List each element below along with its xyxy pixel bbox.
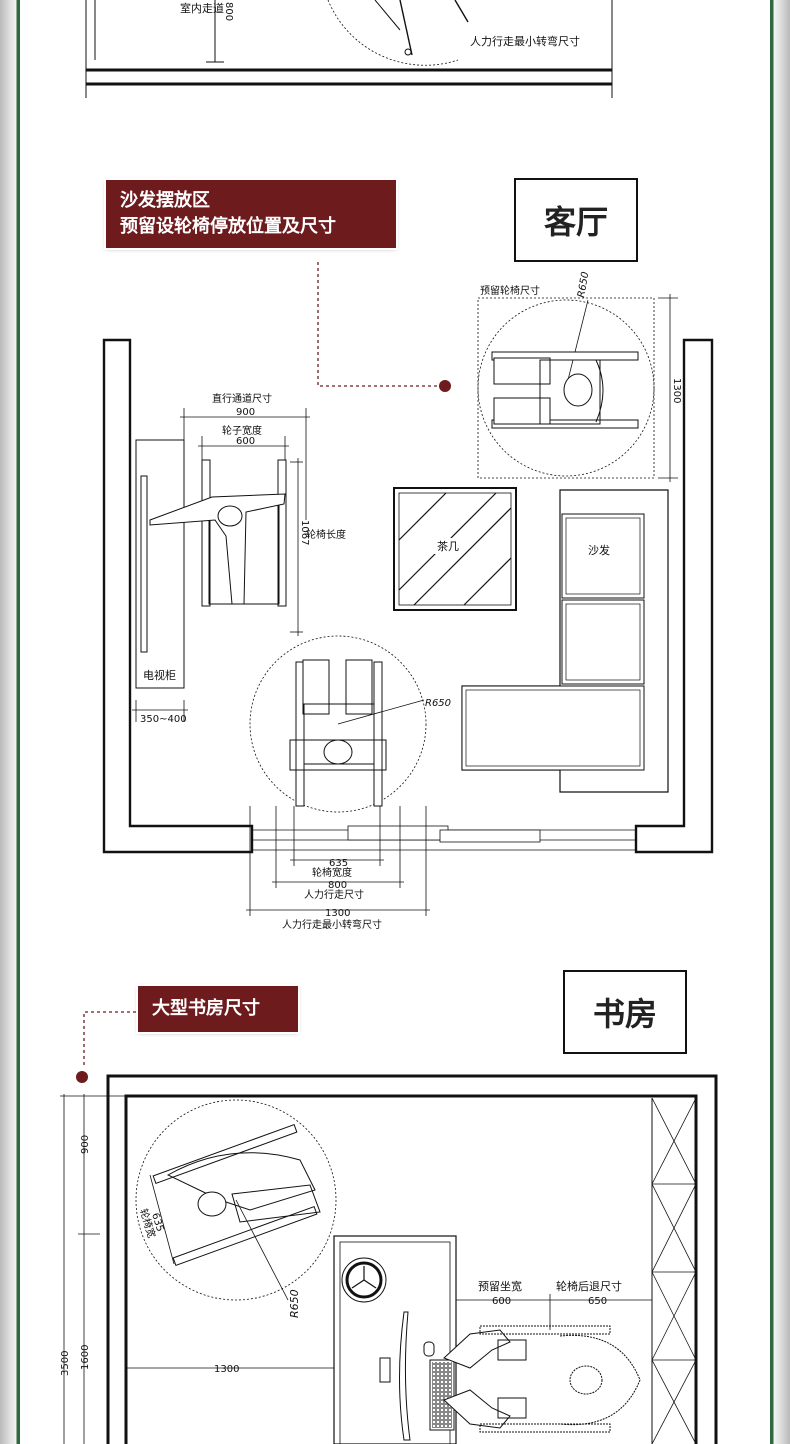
study-dim-1300: 1300	[214, 1364, 239, 1375]
bottom-dim-635-label: 轮椅宽度	[312, 866, 352, 879]
study-title: 书房	[563, 970, 687, 1054]
study-callout-dot	[76, 1071, 88, 1083]
turn-size-label-top: 人力行走最小转弯尺寸	[470, 34, 580, 48]
living-room-callout: 沙发摆放区 预留设轮椅停放位置及尺寸	[106, 180, 396, 249]
wheel-width-label: 轮子宽度	[222, 424, 262, 437]
study-wheelchair-desk	[443, 1325, 641, 1433]
living-room-plan: 电视柜 350~400 直行通道尺寸 900 轮子宽度 600 1067 轮椅长…	[102, 262, 714, 931]
turn-radius-label: R650	[425, 698, 451, 709]
seat-dim: 600	[492, 1296, 511, 1307]
living-room-title-text: 客厅	[543, 203, 608, 241]
right-frame-border	[768, 0, 790, 1444]
seat-label: 预留坐宽	[478, 1279, 522, 1293]
wheelchair-reserve	[491, 351, 639, 429]
bottom-dim-800-label: 人力行走尺寸	[304, 888, 364, 901]
bottom-dim-1300: 1300	[325, 908, 350, 919]
wheelchair-length-label: 轮椅长度	[306, 528, 346, 541]
callout-dot	[439, 380, 451, 392]
wheel-width-dim: 600	[236, 436, 255, 447]
study-dim-635: 635	[149, 1212, 165, 1233]
bottom-dim-635: 635	[329, 858, 348, 869]
wheelchair-length-dim: 1067	[299, 520, 310, 545]
wheelchair-turning	[289, 659, 387, 807]
corridor-label: 室内走道	[180, 1, 224, 15]
bottom-dim-1300-label: 人力行走最小转弯尺寸	[282, 918, 382, 931]
study-title-text: 书房	[592, 995, 657, 1033]
tv-cabinet-label: 电视柜	[143, 668, 176, 682]
sofa-label: 沙发	[588, 543, 610, 557]
study-dim-3500: 3500	[60, 1351, 71, 1376]
coffee-table-label: 茶几	[437, 540, 459, 553]
callout-line-2: 预留设轮椅停放位置及尺寸	[120, 216, 336, 238]
study-wheelchair-turning	[152, 1123, 321, 1267]
reserve-wheelchair-label: 预留轮椅尺寸	[480, 284, 540, 297]
tv-cabinet-dim: 350~400	[140, 714, 187, 725]
straight-passage-label: 直行通道尺寸	[212, 392, 272, 405]
top-partial-plan: 室内走道 800 人力行走最小转弯尺寸	[85, 0, 613, 98]
retreat-dim: 650	[588, 1296, 607, 1307]
bottom-dim-800: 800	[328, 880, 347, 891]
straight-passage-dim: 900	[236, 407, 255, 418]
living-room-title: 客厅	[514, 178, 638, 262]
reserve-radius-label: R650	[576, 271, 591, 299]
study-dim-900: 900	[80, 1135, 91, 1154]
retreat-label: 轮椅后退尺寸	[556, 1279, 622, 1293]
study-turn-radius: R650	[288, 1289, 301, 1318]
reserve-dim: 1300	[671, 378, 682, 403]
turning-circle	[249, 635, 427, 813]
study-dim-1600: 1600	[80, 1345, 91, 1370]
corridor-dim: 800	[223, 2, 234, 21]
study-plan: 900 1600 3500 R650 635 轮椅宽	[60, 1011, 718, 1444]
callout-line-1: 沙发摆放区	[120, 190, 210, 211]
study-callout: 大型书房尺寸	[138, 986, 298, 1033]
study-callout-text: 大型书房尺寸	[152, 998, 260, 1019]
wheelchair-straight	[149, 459, 287, 607]
left-frame-border	[0, 0, 22, 1444]
